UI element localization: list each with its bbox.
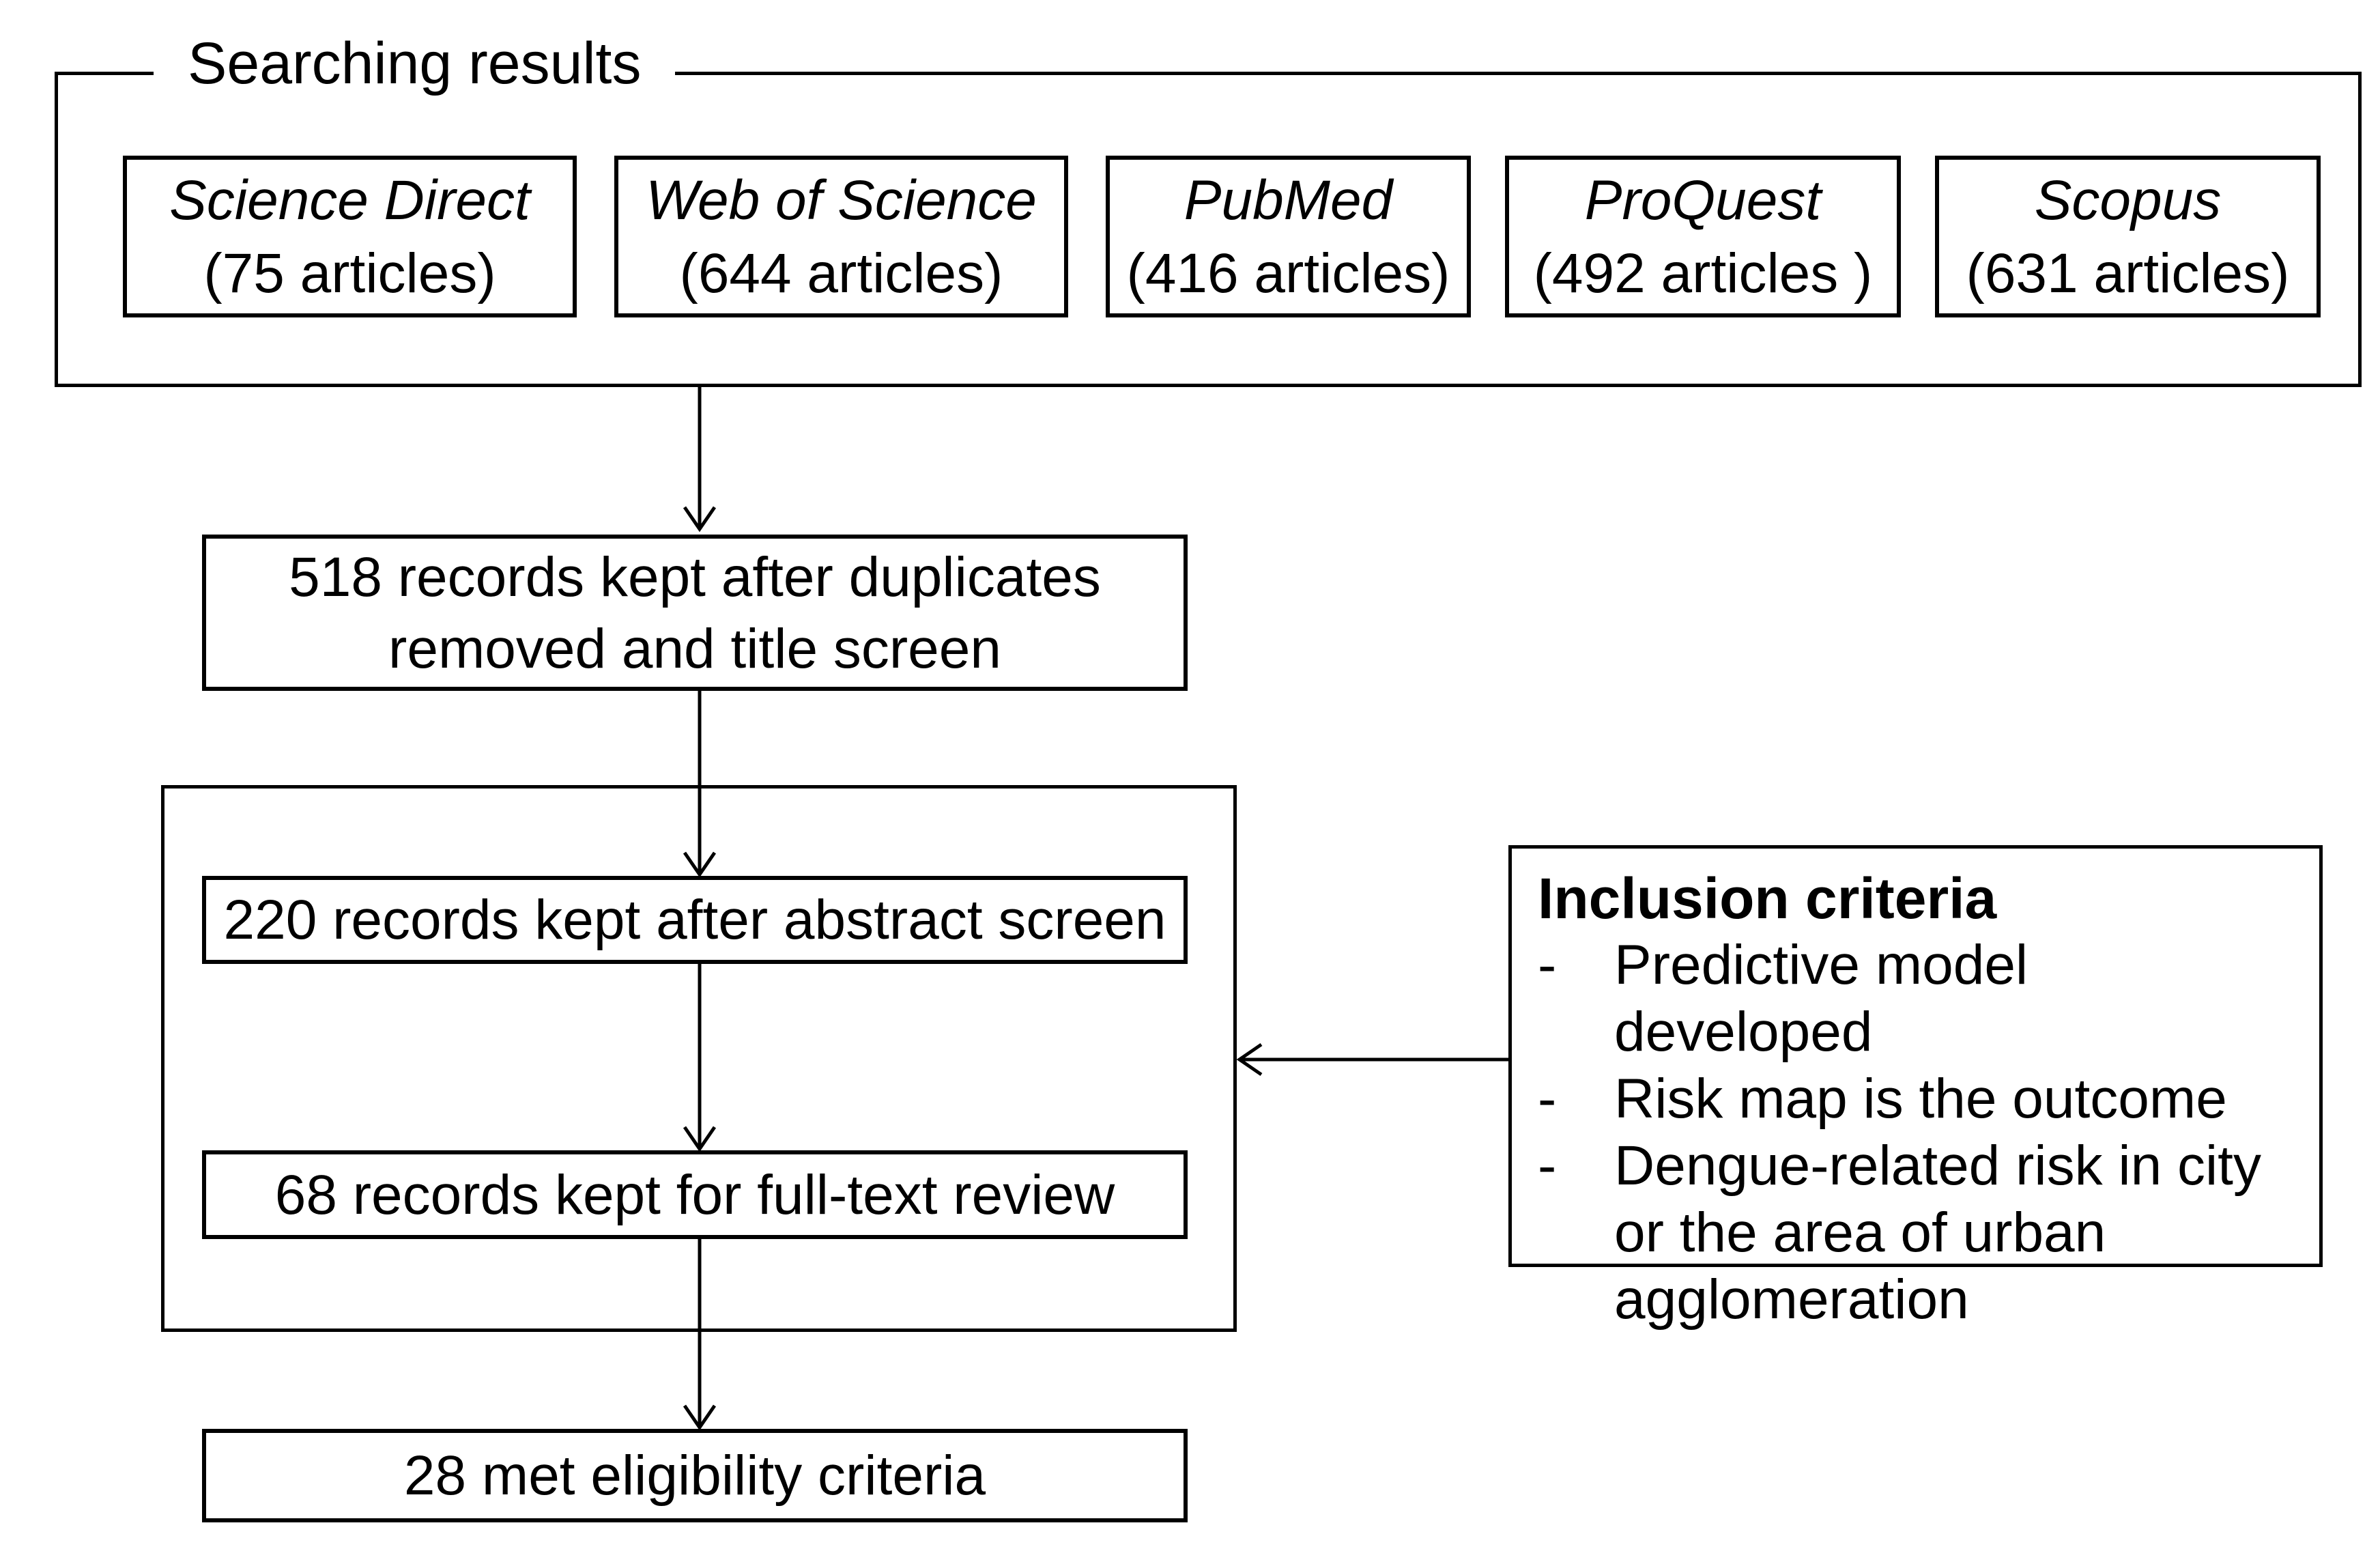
down-arrow-518-to-220-icon xyxy=(683,690,717,878)
source-name: PubMed xyxy=(1184,169,1393,231)
source-count: (416 articles) xyxy=(1126,242,1450,304)
left-arrow-inclusion-to-screening-icon xyxy=(1236,1042,1510,1077)
inclusion-item: - Predictive model developed xyxy=(1538,932,2307,1066)
source-name: Web of Science xyxy=(646,169,1037,231)
source-name: Science Direct xyxy=(169,169,530,231)
step-220-label: 220 records kept after abstract screen xyxy=(223,889,1166,951)
inclusion-item: - Dengue-related risk in city or the are… xyxy=(1538,1133,2307,1333)
source-count: (492 articles ) xyxy=(1533,242,1873,304)
inclusion-criteria-box: Inclusion criteria - Predictive model de… xyxy=(1508,845,2323,1331)
source-name: ProQuest xyxy=(1584,169,1822,231)
box-68-records: 68 records kept for full-text review xyxy=(202,1150,1188,1239)
box-518-records: 518 records kept after duplicates remove… xyxy=(202,535,1188,691)
source-box-scopus: Scopus (631 articles) xyxy=(1935,156,2321,317)
step-518-label: 518 records kept after duplicates remove… xyxy=(289,545,1101,680)
step-68-label: 68 records kept for full-text review xyxy=(274,1163,1115,1226)
source-count: (631 articles) xyxy=(1966,242,2290,304)
bullet-dash: - xyxy=(1538,1068,1557,1130)
box-28-eligible: 28 met eligibility criteria xyxy=(202,1429,1188,1522)
source-box-pubmed: PubMed (416 articles) xyxy=(1106,156,1471,317)
source-name: Scopus xyxy=(2034,169,2222,231)
down-arrow-sources-to-518-icon xyxy=(683,386,717,532)
inclusion-item-label: Dengue-related risk in city or the area … xyxy=(1614,1135,2261,1331)
source-count: (644 articles) xyxy=(679,242,1003,304)
bullet-dash: - xyxy=(1538,1135,1557,1197)
inclusion-item-label: Predictive model developed xyxy=(1614,934,2028,1063)
step-28-label: 28 met eligibility criteria xyxy=(403,1445,986,1507)
source-count: (75 articles) xyxy=(203,242,496,304)
inclusion-criteria-title: Inclusion criteria xyxy=(1538,866,1997,930)
source-box-web-of-science: Web of Science (644 articles) xyxy=(614,156,1068,317)
inclusion-item-label: Risk map is the outcome xyxy=(1614,1068,2227,1130)
down-arrow-68-to-28-icon xyxy=(683,1238,717,1431)
search-results-group: Searching results Science Direct (75 art… xyxy=(55,26,2362,387)
search-results-group-label: Searching results xyxy=(154,26,676,101)
source-box-proquest: ProQuest (492 articles ) xyxy=(1505,156,1901,317)
down-arrow-220-to-68-icon xyxy=(683,963,717,1152)
bullet-dash: - xyxy=(1538,934,1557,996)
inclusion-item: - Risk map is the outcome xyxy=(1538,1066,2307,1133)
box-220-records: 220 records kept after abstract screen xyxy=(202,876,1188,964)
source-box-science-direct: Science Direct (75 articles) xyxy=(123,156,577,317)
